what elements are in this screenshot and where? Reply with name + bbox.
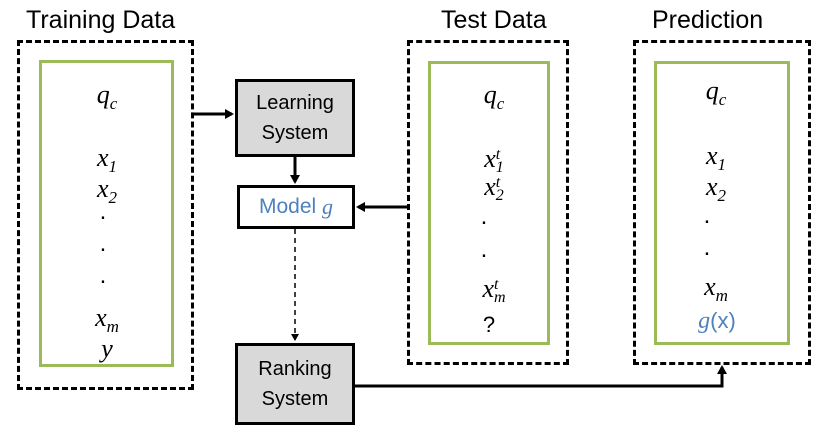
training-data-title: Training Data	[26, 6, 176, 34]
test-dot-1: .	[480, 203, 488, 230]
training-qc: qc	[96, 80, 118, 114]
ranking-system-box: Ranking System	[235, 343, 355, 425]
prediction-title: Prediction	[652, 6, 764, 34]
model-label: Model	[258, 195, 323, 218]
test-unknown: ?	[482, 312, 496, 337]
training-x2: x2	[96, 174, 118, 208]
test-qc: qc	[483, 80, 505, 114]
training-dot-3: .	[99, 262, 107, 289]
training-dot-1: .	[99, 198, 107, 225]
training-xm: xm	[95, 303, 119, 337]
prediction-gx: g(x)	[698, 308, 736, 334]
learning-system-line1: Learning	[256, 92, 334, 114]
training-y: y	[101, 334, 113, 363]
arrow-ranking-to-prediction	[355, 365, 727, 388]
prediction-dot-1: .	[703, 202, 711, 229]
model-var: g	[322, 194, 334, 219]
prediction-x1: x1	[705, 141, 727, 175]
ranking-system-line1: Ranking	[258, 358, 332, 380]
test-data-title: Test Data	[441, 6, 547, 34]
prediction-dot-2: .	[703, 234, 711, 261]
learning-system-line2: System	[261, 122, 329, 144]
training-data-panel	[39, 60, 174, 367]
training-dot-2: .	[99, 230, 107, 257]
prediction-frame	[633, 40, 811, 365]
prediction-panel	[654, 61, 790, 345]
prediction-x2: x2	[705, 172, 727, 206]
test-data-panel	[428, 61, 550, 345]
learning-system-box: Learning System	[235, 79, 355, 157]
prediction-qc: qc	[705, 76, 727, 110]
ranking-system-line2: System	[261, 388, 329, 410]
training-data-frame	[17, 40, 194, 390]
test-dot-2: .	[480, 236, 488, 263]
prediction-xm: xm	[704, 272, 728, 306]
model-g-box: Model g	[237, 185, 355, 229]
test-data-frame	[407, 40, 569, 365]
training-x1: x1	[96, 143, 118, 177]
